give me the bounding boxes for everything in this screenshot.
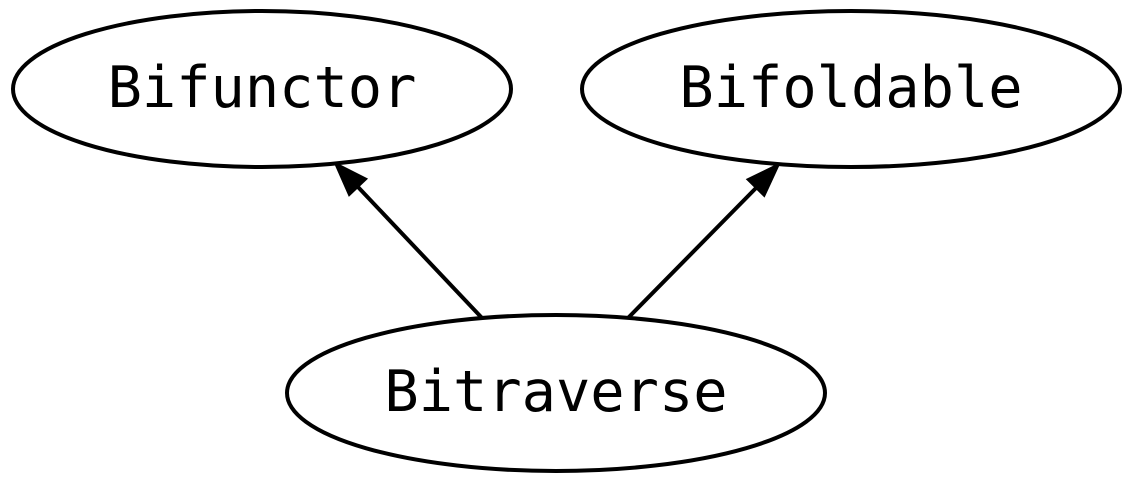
node-bifunctor-label: Bifunctor — [108, 55, 417, 121]
node-bitraverse: Bitraverse — [285, 313, 827, 473]
node-bifoldable-ellipse — [580, 9, 1122, 169]
edge-bitraverse-to-bifoldable — [626, 161, 782, 320]
node-bitraverse-label: Bitraverse — [384, 359, 727, 425]
arrowhead-icon — [745, 161, 782, 198]
edge-bitraverse-to-bifunctor — [332, 160, 484, 320]
node-bitraverse-ellipse — [285, 313, 827, 473]
node-bifunctor: Bifunctor — [11, 9, 513, 169]
edge-line — [356, 185, 484, 320]
node-bifunctor-ellipse — [11, 9, 513, 169]
node-bifoldable-label: Bifoldable — [679, 55, 1022, 121]
node-bifoldable: Bifoldable — [580, 9, 1122, 169]
arrowhead-icon — [332, 160, 369, 197]
edge-line — [626, 186, 758, 320]
